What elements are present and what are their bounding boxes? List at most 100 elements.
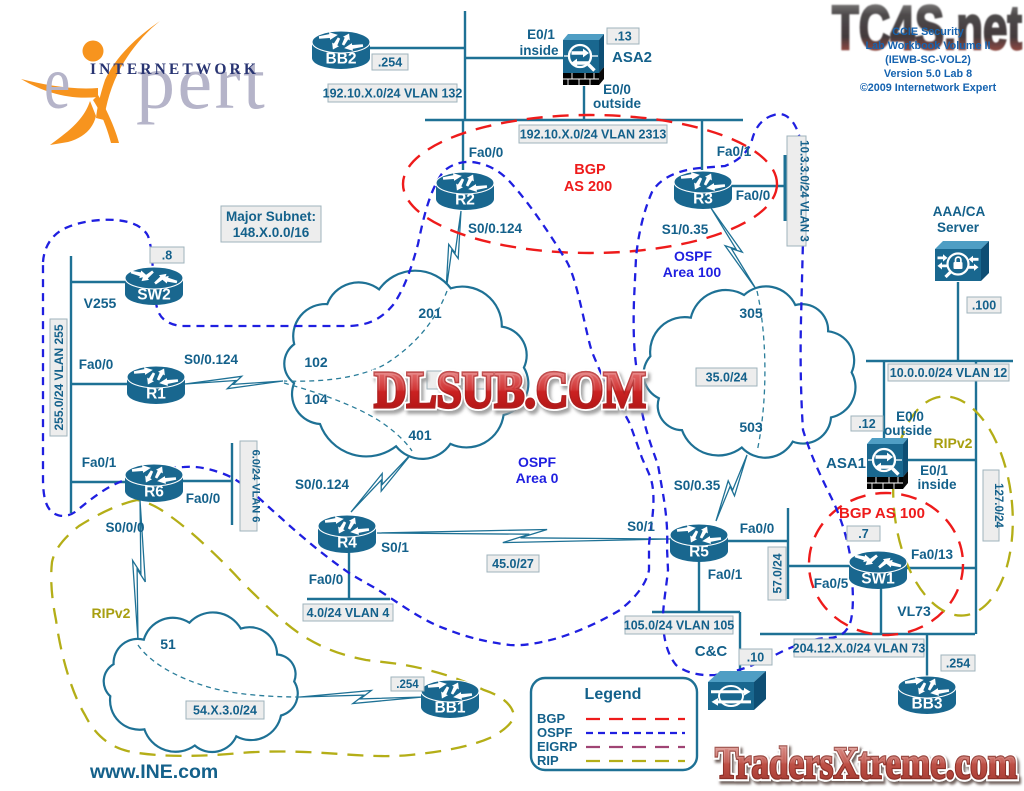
svg-text:R2: R2 xyxy=(455,192,475,209)
svg-text:BGP AS 100: BGP AS 100 xyxy=(839,505,925,522)
svg-text:Fa0/0: Fa0/0 xyxy=(309,572,344,587)
svg-text:R6: R6 xyxy=(144,484,164,501)
svg-text:Fa0/13: Fa0/13 xyxy=(911,547,954,562)
svg-text:Area 100: Area 100 xyxy=(663,264,722,280)
svg-text:201: 201 xyxy=(418,305,442,321)
svg-text:CCIE Security: CCIE Security xyxy=(892,26,963,38)
svg-text:TradersXtreme.com: TradersXtreme.com xyxy=(715,738,1017,788)
svg-text:AAA/CA: AAA/CA xyxy=(933,204,986,219)
svg-text:OSPF: OSPF xyxy=(518,454,557,470)
svg-text:S0/0/0: S0/0/0 xyxy=(105,520,144,535)
svg-text:V255: V255 xyxy=(84,295,117,311)
svg-text:51: 51 xyxy=(160,636,176,652)
svg-text:Fa0/5: Fa0/5 xyxy=(814,576,849,591)
svg-text:E0/1: E0/1 xyxy=(527,27,555,42)
svg-text:8.0/24: 8.0/24 xyxy=(442,374,477,388)
svg-text:C&C: C&C xyxy=(695,643,728,660)
svg-text:104: 104 xyxy=(304,391,328,407)
svg-text:102: 102 xyxy=(304,354,328,370)
svg-text:Fa0/0: Fa0/0 xyxy=(736,188,771,203)
svg-text:Server: Server xyxy=(937,220,980,235)
svg-text:503: 503 xyxy=(739,419,763,435)
svg-text:S0/0.124: S0/0.124 xyxy=(295,477,350,492)
svg-text:EIGRP: EIGRP xyxy=(537,739,578,754)
svg-text:Lab Workbook Volume II: Lab Workbook Volume II xyxy=(866,40,991,52)
svg-text:TradersXtreme.com: TradersXtreme.com xyxy=(715,738,1017,788)
svg-text:57.0/24: 57.0/24 xyxy=(770,553,784,593)
svg-text:R3: R3 xyxy=(693,191,713,208)
svg-text:.100: .100 xyxy=(972,299,996,313)
svg-text:S1/0.35: S1/0.35 xyxy=(662,222,709,237)
svg-text:S0/1: S0/1 xyxy=(627,519,655,534)
svg-text:TradersXtreme.com: TradersXtreme.com xyxy=(715,738,1017,788)
svg-text:E0/0: E0/0 xyxy=(603,82,631,97)
svg-text:VL73: VL73 xyxy=(897,603,931,619)
svg-text:DLSUB.COM: DLSUB.COM xyxy=(374,362,646,419)
svg-text:e: e xyxy=(44,40,70,125)
svg-text:R5: R5 xyxy=(689,544,709,561)
svg-text:127.0/24: 127.0/24 xyxy=(992,483,1004,528)
svg-text:.254: .254 xyxy=(946,657,970,671)
svg-text:S0/0.124: S0/0.124 xyxy=(468,221,523,236)
svg-text:RIPv2: RIPv2 xyxy=(934,435,973,451)
svg-text:192.10.X.0/24 VLAN 132: 192.10.X.0/24 VLAN 132 xyxy=(323,87,463,101)
svg-text:inside: inside xyxy=(917,477,957,492)
svg-text:192.10.X.0/24 VLAN 2313: 192.10.X.0/24 VLAN 2313 xyxy=(520,128,667,142)
svg-text:401: 401 xyxy=(408,427,432,443)
svg-text:.13: .13 xyxy=(614,30,631,44)
svg-text:35.0/24: 35.0/24 xyxy=(706,371,748,385)
svg-text:6.0/24 VLAN 6: 6.0/24 VLAN 6 xyxy=(249,450,261,523)
svg-text:S0/1: S0/1 xyxy=(381,540,409,555)
svg-text:255.0/24 VLAN 255: 255.0/24 VLAN 255 xyxy=(52,324,66,430)
svg-text:RIPv2: RIPv2 xyxy=(92,605,131,621)
svg-text:Fa0/1: Fa0/1 xyxy=(82,455,117,470)
svg-text:DLSUB.COM: DLSUB.COM xyxy=(374,362,646,419)
svg-text:SW1: SW1 xyxy=(861,571,895,588)
svg-text:ASA2: ASA2 xyxy=(612,49,652,66)
svg-text:Fa0/0: Fa0/0 xyxy=(79,357,114,372)
svg-text:105.0/24 VLAN 105: 105.0/24 VLAN 105 xyxy=(624,619,735,633)
svg-text:OSPF: OSPF xyxy=(674,248,713,264)
svg-text:Fa0/0: Fa0/0 xyxy=(186,491,221,506)
svg-text:pert: pert xyxy=(136,38,267,125)
svg-text:4.0/24 VLAN 4: 4.0/24 VLAN 4 xyxy=(307,606,390,620)
svg-text:45.0/27: 45.0/27 xyxy=(492,557,534,571)
svg-text:E0/1: E0/1 xyxy=(920,463,948,478)
svg-text:305: 305 xyxy=(739,305,763,321)
svg-text:54.X.3.0/24: 54.X.3.0/24 xyxy=(193,704,257,718)
svg-text:AS 200: AS 200 xyxy=(564,179,612,195)
svg-text:inside: inside xyxy=(519,43,559,58)
svg-text:DLSUB.COM: DLSUB.COM xyxy=(374,362,646,419)
svg-text:S0/0.35: S0/0.35 xyxy=(674,478,721,493)
svg-text:TC4S.net: TC4S.net xyxy=(832,0,1022,63)
svg-text:BB1: BB1 xyxy=(434,700,465,717)
svg-text:SW2: SW2 xyxy=(137,287,171,304)
svg-text:148.X.0.0/16: 148.X.0.0/16 xyxy=(233,225,310,240)
svg-text:R1: R1 xyxy=(146,386,166,403)
svg-text:.7: .7 xyxy=(858,527,868,541)
svg-text:.8: .8 xyxy=(162,249,172,263)
svg-text:Area 0: Area 0 xyxy=(516,470,559,486)
svg-text:OSPF: OSPF xyxy=(537,725,572,740)
svg-text:Fa0/0: Fa0/0 xyxy=(740,521,775,536)
svg-text:Version 5.0 Lab 8: Version 5.0 Lab 8 xyxy=(884,68,972,80)
svg-text:ASA1: ASA1 xyxy=(826,455,866,472)
svg-text:outside: outside xyxy=(593,96,641,111)
svg-text:Fa0/1: Fa0/1 xyxy=(708,567,743,582)
svg-text:10.3.3.0/24 VLAN 3: 10.3.3.0/24 VLAN 3 xyxy=(798,140,810,242)
svg-text:.254: .254 xyxy=(396,679,419,691)
svg-text:INTERNETWORK: INTERNETWORK xyxy=(90,61,259,78)
svg-text:.10: .10 xyxy=(747,651,764,665)
svg-text:204.12.X.0/24 VLAN 73: 204.12.X.0/24 VLAN 73 xyxy=(793,642,926,656)
svg-text:RIP: RIP xyxy=(537,753,559,768)
svg-text:Fa0/1: Fa0/1 xyxy=(717,144,752,159)
svg-text:.254: .254 xyxy=(378,56,402,70)
svg-text:BB2: BB2 xyxy=(325,51,356,68)
svg-text:outside: outside xyxy=(884,423,932,438)
svg-text:10.0.0.0/24 VLAN 12: 10.0.0.0/24 VLAN 12 xyxy=(890,366,1007,380)
svg-text:Legend: Legend xyxy=(585,686,642,703)
svg-text:E0/0: E0/0 xyxy=(896,409,924,424)
svg-text:(IEWB-SC-VOL2): (IEWB-SC-VOL2) xyxy=(885,54,971,66)
svg-text:.12: .12 xyxy=(858,417,875,431)
svg-text:Fa0/0: Fa0/0 xyxy=(469,145,504,160)
